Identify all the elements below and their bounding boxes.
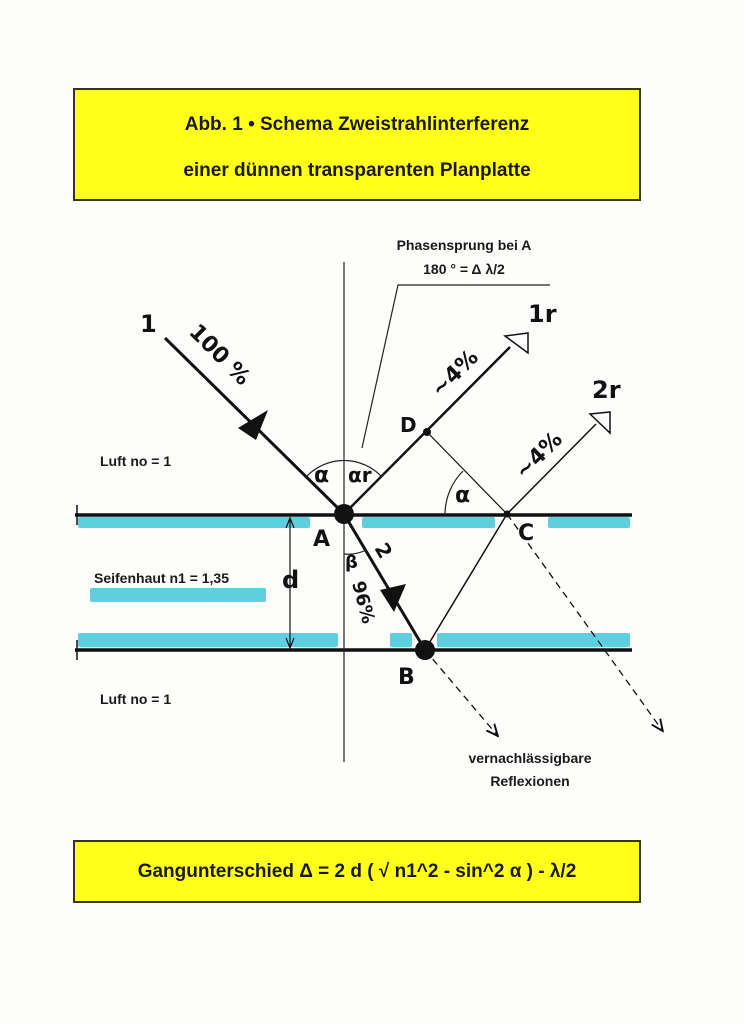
point-c-marker [503, 510, 511, 518]
ray-2r-label: 2r [592, 376, 621, 404]
phase-jump-pointer [361, 284, 550, 449]
phase-jump-label: Phasensprung bei A [397, 237, 532, 253]
title-line-1: Abb. 1 • Schema Zweistrahlinterferenz [184, 114, 530, 135]
film-highlight [78, 517, 630, 647]
air-bottom-label: Luft no = 1 [100, 691, 171, 707]
arrowhead-icon [238, 410, 268, 440]
ray-1-percent: 100 % [184, 320, 255, 391]
formula-box: Gangunterschied Δ = 2 d ( √ n1^2 - sin^2… [73, 840, 641, 903]
point-d-label: D [400, 413, 417, 437]
point-b-label: B [398, 665, 415, 690]
internal-reflection [424, 513, 508, 651]
title-box: Abb. 1 • Schema Zweistrahlinterferenz ei… [73, 88, 641, 201]
ray-1-label: 1 [140, 310, 157, 338]
ray-2r-percent: ~4% [511, 427, 568, 484]
formula-text: Gangunterschied Δ = 2 d ( √ n1^2 - sin^2… [137, 861, 577, 882]
beta-label: β [345, 552, 358, 573]
angle-arc-alpha-c [444, 470, 464, 515]
title-line-2: einer dünnen transparenten Planplatte [183, 160, 531, 181]
phase-jump-value: 180 ° = Δ λ/2 [423, 261, 505, 277]
film-legend-swatch [90, 588, 266, 602]
point-d-marker [423, 428, 431, 436]
negligible-label-2: Reflexionen [490, 773, 569, 789]
air-top-label: Luft no = 1 [100, 453, 171, 469]
film-label: Seifenhaut n1 = 1,35 [94, 570, 229, 586]
thickness-label: d [282, 566, 299, 594]
alpha-label: α [314, 463, 329, 488]
angle-arc-beta [343, 549, 367, 555]
dashed-ray-c [506, 513, 662, 730]
wavefront-dc [426, 431, 508, 515]
reflected-ray-2r [506, 423, 597, 515]
arrowhead-icon [380, 584, 406, 612]
ray-1r-label: 1r [528, 300, 557, 328]
point-a-label: A [313, 527, 330, 552]
open-arrowhead-icon [503, 332, 529, 355]
ray-2-label: 2 [370, 539, 398, 563]
alpha-r-label: αr [348, 463, 372, 487]
negligible-label: vernachlässigbare [469, 750, 592, 766]
open-arrowhead-icon [588, 411, 611, 435]
alpha-c-label: α [455, 483, 470, 508]
ray-2-percent: 96% [347, 579, 378, 626]
point-c-label: C [518, 521, 534, 546]
dashed-ray-b [424, 649, 497, 735]
point-a-marker [334, 504, 354, 524]
ray-1r-percent: ~4% [427, 345, 484, 402]
point-b-marker [415, 640, 435, 660]
angle-arc-alpha [305, 459, 383, 478]
refracted-ray [342, 513, 427, 651]
